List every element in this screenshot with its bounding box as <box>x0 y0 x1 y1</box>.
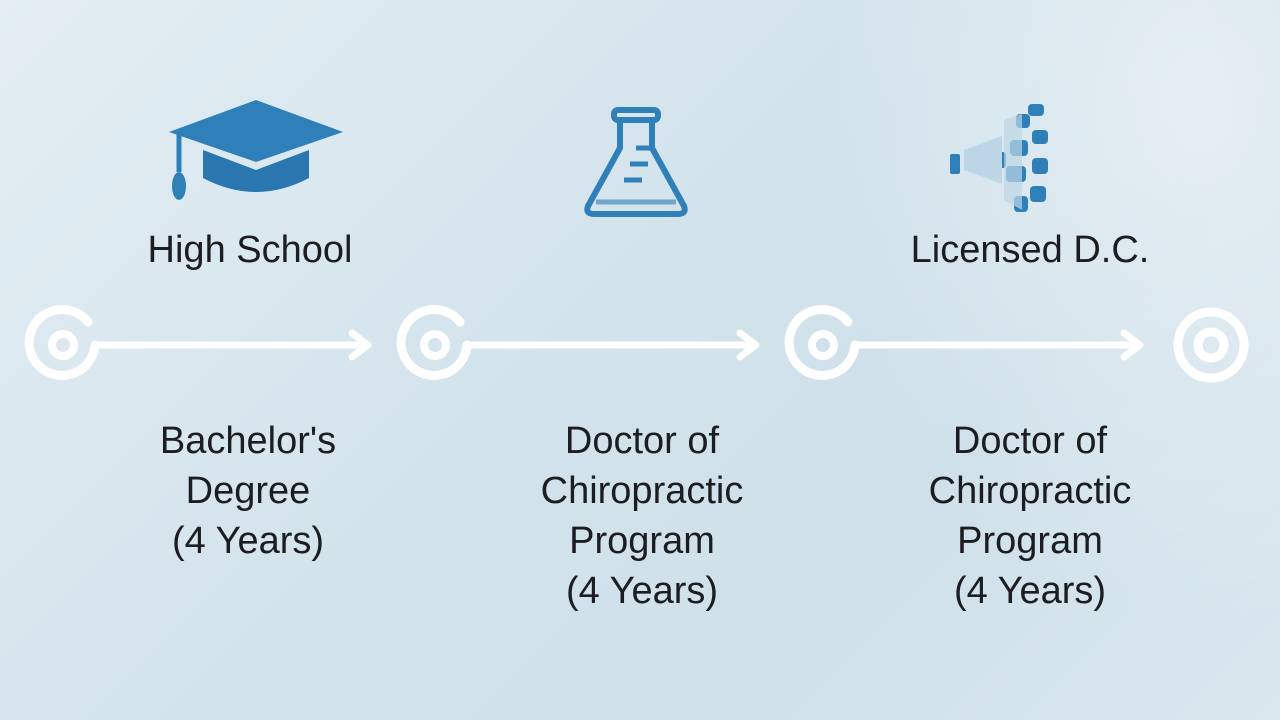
stage-3-line-4: (4 Years) <box>953 570 1107 612</box>
stage-2-line-2: Chiropractic <box>540 470 744 512</box>
timeline-node-3 <box>784 304 860 380</box>
timeline-node-2 <box>396 304 472 380</box>
stage-label-1: Bachelor's Degree (4 Years) <box>88 416 408 566</box>
stage-1-line-1: Bachelor's <box>159 420 337 462</box>
stage-1-line-2: Degree <box>185 470 311 512</box>
stage-3-line-3: Program <box>957 520 1103 562</box>
timeline-node-1 <box>24 304 100 380</box>
stage-3-line-1: Doctor of <box>952 420 1108 462</box>
stage-1-line-3: (4 Years) <box>171 520 325 562</box>
license-emblem-icon <box>944 100 1054 220</box>
timeline <box>0 300 1280 390</box>
stage-3-line-2: Chiropractic <box>928 470 1132 512</box>
stage-2-line-3: Program <box>569 520 715 562</box>
milestone-high-school: High School <box>147 229 353 271</box>
flask-icon <box>582 106 690 218</box>
graduation-cap-icon <box>165 98 347 206</box>
milestone-licensed: Licensed D.C. <box>910 229 1150 271</box>
stage-2-line-1: Doctor of <box>564 420 720 462</box>
stage-label-2: Doctor of Chiropractic Program (4 Years) <box>482 416 802 616</box>
stage-2-line-4: (4 Years) <box>565 570 719 612</box>
timeline-node-4 <box>1173 307 1249 383</box>
stage-label-3: Doctor of Chiropractic Program (4 Years) <box>870 416 1190 616</box>
